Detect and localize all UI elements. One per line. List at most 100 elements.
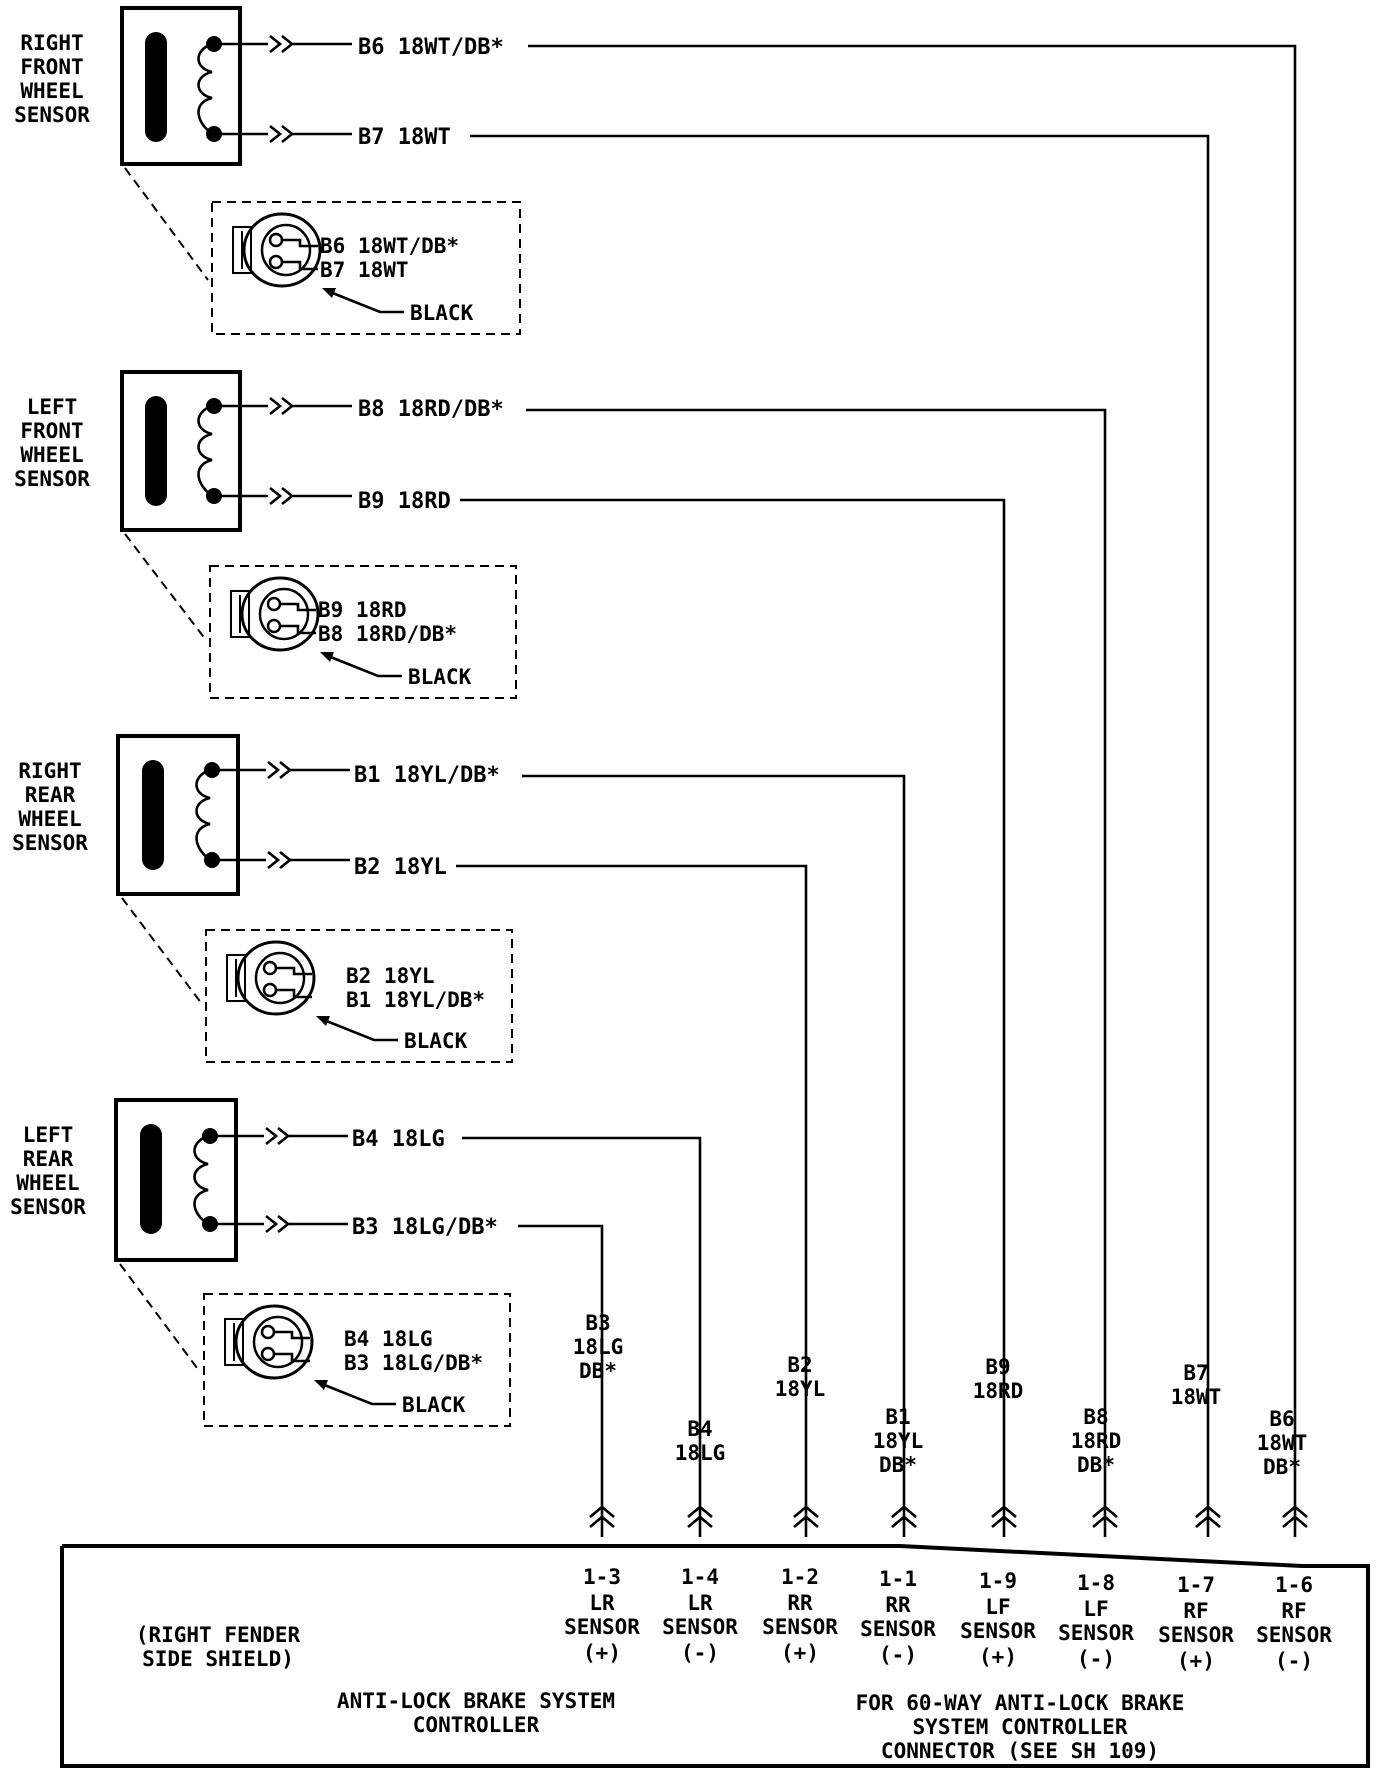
wire-label: B2 18YL	[354, 855, 447, 880]
connector-body-icon	[236, 940, 316, 1016]
connector-color-label: BLACK	[402, 1393, 466, 1417]
connector-body-icon	[240, 576, 320, 652]
pin-label: RR	[787, 1591, 813, 1615]
connector-color-label: BLACK	[404, 1029, 468, 1053]
connector-detail-box	[209, 565, 517, 699]
pin-polarity: (-)	[681, 1641, 719, 1665]
connector-face-icon	[258, 587, 310, 641]
sensor-name-line: WHEEL	[18, 807, 81, 831]
sensor-pigtail	[210, 1134, 264, 1226]
sensor-coil-icon	[197, 42, 213, 136]
sensor-name-line: FRONT	[20, 419, 83, 443]
controller-location: (RIGHT FENDER	[136, 1623, 301, 1647]
connector-pin-lead	[276, 966, 312, 999]
wire-label: B1 18YL/DB*	[354, 763, 500, 788]
wire-b3	[288, 1222, 604, 1537]
wire-label: B3 18LG/DB*	[352, 1215, 498, 1240]
connector-note: FOR 60-WAY ANTI-LOCK BRAKE	[856, 1691, 1185, 1715]
sensor-body	[114, 1098, 238, 1262]
wire-label: B6 18WT/DB*	[358, 35, 504, 60]
circuit-label: 18YL	[775, 1377, 826, 1401]
sensor-name-line: RIGHT	[20, 31, 83, 55]
pin-number: 1-1	[879, 1567, 917, 1591]
pin-label: LF	[1083, 1597, 1108, 1621]
pin-label: SENSOR	[762, 1615, 838, 1639]
connector-color-label: BLACK	[408, 665, 472, 689]
connector-arrow-icon	[265, 1126, 291, 1234]
sensor-magnet	[145, 396, 167, 506]
circuit-label: DB*	[1077, 1453, 1115, 1477]
chevron-up-icon	[991, 1505, 1017, 1528]
pin-label: LF	[985, 1595, 1010, 1619]
connector-pin-lead	[282, 238, 318, 271]
chevron-up-icon	[687, 1505, 713, 1528]
sensor-body	[116, 734, 240, 896]
controller-outline	[60, 1546, 1370, 1768]
sensor-right-rear: RIGHT REAR WHEEL SENSOR B1 18YL/DB* B2 1…	[12, 734, 906, 1537]
sensor-right-front: RIGHT FRONT WHEEL SENSOR B6 18WT/DB* B7 …	[14, 6, 1297, 1537]
wire-b9	[292, 494, 1006, 1537]
connector-pin-label: B8 18RD/DB*	[318, 622, 457, 646]
connector-note: CONNECTOR (SEE SH 109)	[881, 1739, 1159, 1763]
connector-pin-lead	[280, 602, 316, 635]
connector-pin-icon	[262, 960, 278, 976]
connector-pin-icon	[262, 982, 278, 998]
wire-b8	[292, 404, 1107, 1537]
connector-body-icon	[242, 212, 322, 288]
controller-title: ANTI-LOCK BRAKE SYSTEM	[337, 1689, 615, 1713]
sensor-name-line: WHEEL	[20, 79, 83, 103]
connector-pin-label: B2 18YL	[346, 964, 435, 988]
wire-label: B8 18RD/DB*	[358, 397, 504, 422]
connector-pin-icon	[260, 1324, 276, 1340]
circuit-label: 18RD	[1071, 1429, 1122, 1453]
connector-arrow-icon	[269, 396, 295, 506]
pin-label: SENSOR	[1158, 1623, 1234, 1647]
detail-leader	[124, 533, 207, 641]
connector-pin-icon	[268, 254, 284, 270]
sensor-name-line: SENSOR	[10, 1195, 86, 1219]
circuit-label: 18LG	[675, 1441, 726, 1465]
circuit-label: DB*	[879, 1453, 917, 1477]
arrowhead-icon	[320, 652, 334, 662]
sensor-magnet	[142, 760, 164, 870]
circuit-label: 18WT	[1171, 1385, 1222, 1409]
wire-b1	[290, 768, 906, 1537]
sensor-body	[120, 6, 242, 166]
circuit-label: 18RD	[973, 1379, 1024, 1403]
pin-number: 1-3	[583, 1565, 621, 1589]
connector-face-icon	[260, 223, 312, 277]
connector-face-icon	[252, 1315, 304, 1369]
arrowhead-icon	[322, 288, 336, 298]
sensor-name-line: RIGHT	[18, 759, 81, 783]
connector-pin-label: B6 18WT/DB*	[320, 234, 459, 258]
pin-number: 1-2	[781, 1565, 819, 1589]
chevron-up-icon	[1092, 1505, 1118, 1528]
pin-number: 1-6	[1275, 1573, 1313, 1597]
controller-title: CONTROLLER	[413, 1713, 540, 1737]
sensor-magnet	[140, 1124, 162, 1234]
pin-polarity: (-)	[879, 1643, 917, 1667]
pin-number: 1-4	[681, 1565, 719, 1589]
pin-polarity: (-)	[1275, 1649, 1313, 1673]
arrowhead-icon	[314, 1380, 328, 1390]
detail-leader	[124, 167, 209, 281]
circuit-label: B7	[1183, 1361, 1208, 1385]
connector-pin-label: B3 18LG/DB*	[344, 1351, 483, 1375]
pin-label: SENSOR	[1256, 1623, 1332, 1647]
circuit-label: DB*	[1263, 1455, 1301, 1479]
wire-label: B4 18LG	[352, 1127, 445, 1152]
connector-body-icon	[234, 1304, 314, 1380]
pin-label: RF	[1281, 1599, 1306, 1623]
wire-label: B9 18RD	[358, 489, 451, 514]
connector-detail-box	[211, 201, 521, 335]
controller-location: SIDE SHIELD)	[142, 1647, 294, 1671]
pin-label: LR	[687, 1591, 713, 1615]
wire-b6	[292, 42, 1297, 1537]
sensor-name-line: REAR	[25, 783, 76, 807]
pin-label: RR	[885, 1593, 911, 1617]
circuit-label: B8	[1083, 1405, 1108, 1429]
connector-pin-lead	[274, 1330, 310, 1363]
chevron-up-icon	[589, 1505, 615, 1528]
chevron-up-icon	[1282, 1505, 1308, 1528]
pin-label: RF	[1183, 1599, 1208, 1623]
